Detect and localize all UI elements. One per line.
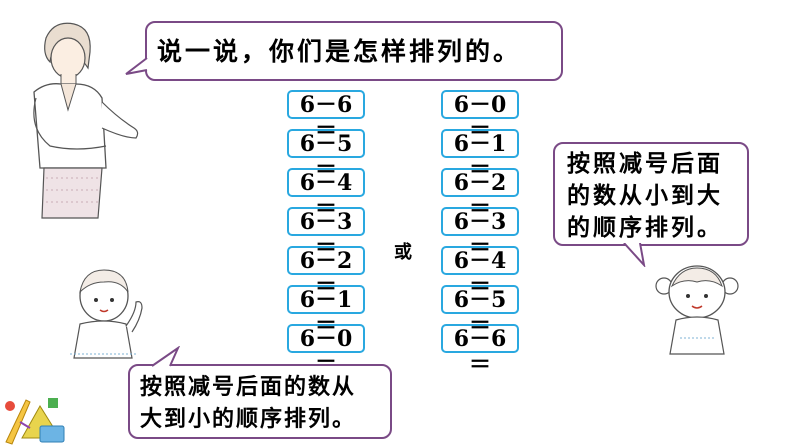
girl-speech-line: 的顺序排列。 xyxy=(567,214,723,241)
girl-illustration xyxy=(650,258,745,358)
girl-speech-line: 的数从小到大 xyxy=(567,182,723,209)
equation-box: 6－1＝ xyxy=(287,285,365,339)
girl-speech-bubble: 按照减号后面 的数从小到大 的顺序排列。 xyxy=(553,142,749,246)
equation-box: 6－0＝ xyxy=(441,90,519,144)
math-tools-decoration xyxy=(0,392,75,447)
girl-speech-line: 按照减号后面 xyxy=(567,150,723,177)
equation-box: 6－0＝ xyxy=(287,324,365,378)
teacher-illustration xyxy=(6,18,146,223)
equation-box: 6－1＝ xyxy=(441,129,519,183)
or-label: 或 xyxy=(394,242,412,263)
equation-box: 6－3＝ xyxy=(287,207,365,261)
boy-bubble-tail xyxy=(151,346,180,367)
equation-box: 6－5＝ xyxy=(287,129,365,183)
equation-column-descending: 6－6＝ 6－5＝ 6－4＝ 6－3＝ 6－2＝ 6－1＝ 6－0＝ xyxy=(287,90,367,378)
boy-speech-line: 大到小的顺序排列。 xyxy=(140,406,357,432)
equation-box: 6－6＝ xyxy=(441,324,519,378)
equation-box: 6－4＝ xyxy=(287,168,365,222)
teacher-bubble-tail xyxy=(125,57,148,75)
equation-box: 6－4＝ xyxy=(441,246,519,300)
boy-speech-bubble: 按照减号后面的数从 大到小的顺序排列。 xyxy=(128,364,392,439)
equation-box: 6－2＝ xyxy=(441,168,519,222)
equation-box: 6－3＝ xyxy=(441,207,519,261)
equation-box: 6－6＝ xyxy=(287,90,365,144)
teacher-speech-bubble: 说一说，你们是怎样排列的。 xyxy=(145,21,563,81)
equation-box: 6－5＝ xyxy=(441,285,519,339)
girl-drawing xyxy=(655,265,739,355)
boy-illustration xyxy=(62,262,157,362)
equation-box: 6－2＝ xyxy=(287,246,365,300)
boy-drawing xyxy=(70,269,143,359)
equation-column-ascending: 6－0＝ 6－1＝ 6－2＝ 6－3＝ 6－4＝ 6－5＝ 6－6＝ xyxy=(441,90,521,378)
math-tools-icon xyxy=(5,398,65,445)
girl-bubble-tail xyxy=(623,243,646,267)
boy-speech-line: 按照减号后面的数从 xyxy=(140,374,357,400)
teacher-speech-text: 说一说，你们是怎样排列的。 xyxy=(157,37,522,66)
teacher-drawing xyxy=(33,22,139,219)
